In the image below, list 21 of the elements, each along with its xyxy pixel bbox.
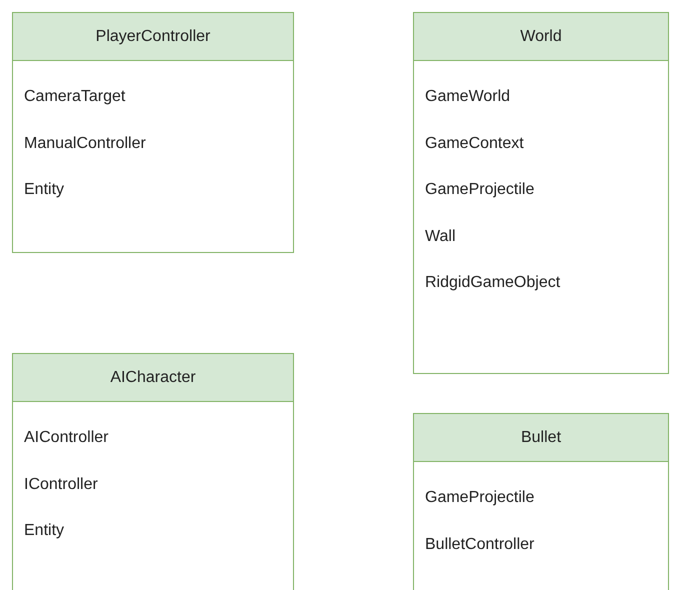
member-name: GameProjectile [425,181,534,199]
member-name: GameProjectile [425,489,534,507]
class-header: AICharacter [13,354,293,402]
member-name: AIController [24,429,108,447]
class-box [12,353,294,590]
member-name: GameContext [425,134,524,152]
class-header: Bullet [414,414,668,462]
class-box [413,12,669,374]
member-name: Entity [24,181,64,199]
member-name: CameraTarget [24,88,126,106]
member-name: ManualController [24,134,146,152]
class-box [12,12,294,253]
member-name: Wall [425,228,456,246]
member-name: GameWorld [425,88,510,106]
member-name: BulletController [425,536,534,554]
member-name: RidgidGameObject [425,274,560,292]
class-box [413,413,669,590]
class-header: PlayerController [13,13,293,61]
member-name: Entity [24,522,64,540]
member-name: IController [24,476,98,494]
class-header: World [414,13,668,61]
